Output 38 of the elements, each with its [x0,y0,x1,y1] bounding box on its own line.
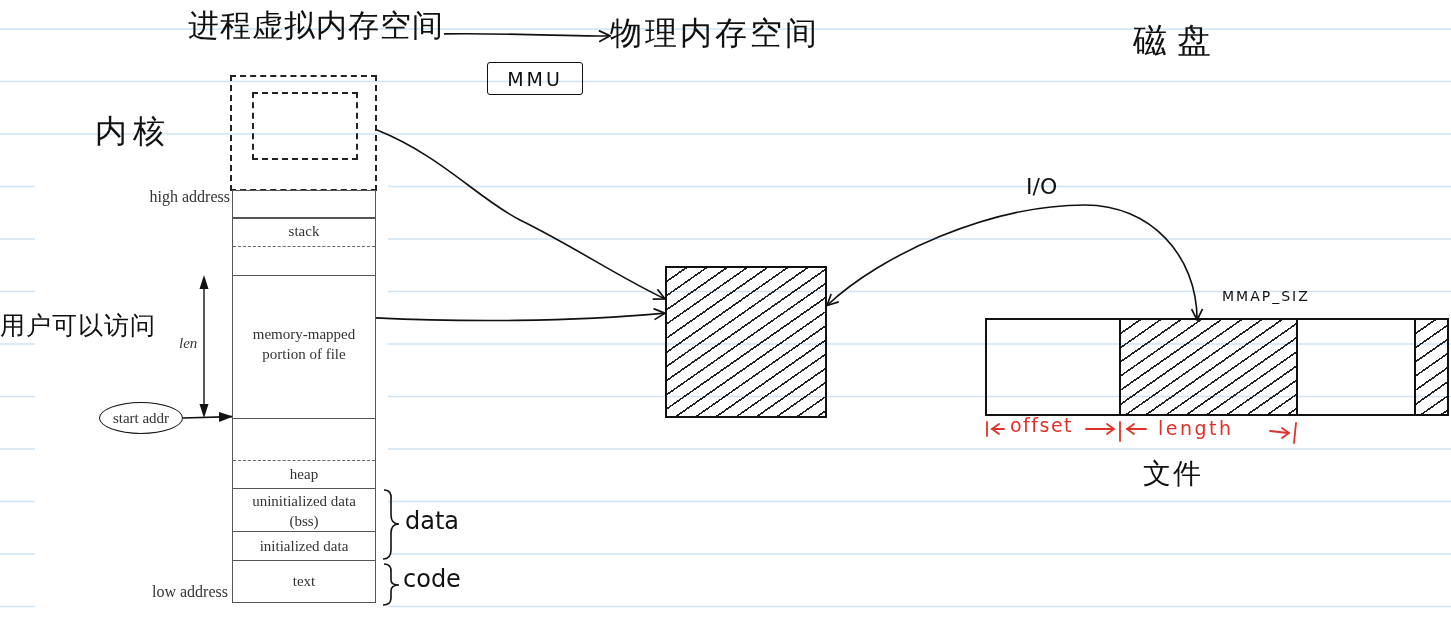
memory-segment [232,218,376,275]
annotation: 用户可以访问 [0,311,156,341]
memory-segment [232,531,376,560]
heading-text: 进程虚拟内存空间 [188,6,444,45]
curved-arrow [376,129,666,300]
curved-arrow [443,29,611,43]
address-label: high address [149,187,230,207]
hatched-file-segment [1121,320,1298,414]
hatched-file-segment [1416,320,1447,414]
annotation: MMAP_SIZ [1222,288,1310,305]
segment-label: stack [288,222,320,241]
dimension-label: offset [1010,414,1074,437]
segment-label: memory-mapped portion of file [251,325,357,364]
file-caption: 文件 [1143,457,1203,491]
curved-arrow [375,307,666,322]
edge-label: I/O [1026,174,1058,201]
curved-arrow [826,204,1203,321]
memory-segment [232,275,376,418]
segment-label: uninitialized data (bss) [251,492,357,531]
memory-segment [232,190,376,218]
arrow [182,411,233,422]
address-label: low address [152,582,228,602]
memory-segment [232,418,376,488]
boxed-label: MMU [487,62,583,95]
memory-segment [232,488,376,531]
dimension-label: length [1158,417,1234,440]
segment-label: initialized data [259,537,349,556]
segment-label: heap [289,465,319,484]
memory-segment [232,560,376,603]
segment-label: text [292,572,316,591]
dimension-label: len [179,334,198,352]
hatched-block [665,266,827,418]
dashed-box [252,92,358,160]
region-caption: 内核 [95,112,171,151]
brace-label: data [405,507,460,536]
brace-label: code [403,565,461,594]
heading-text: 磁盘 [1133,20,1221,61]
heading-text: 物理内存空间 [610,13,820,53]
